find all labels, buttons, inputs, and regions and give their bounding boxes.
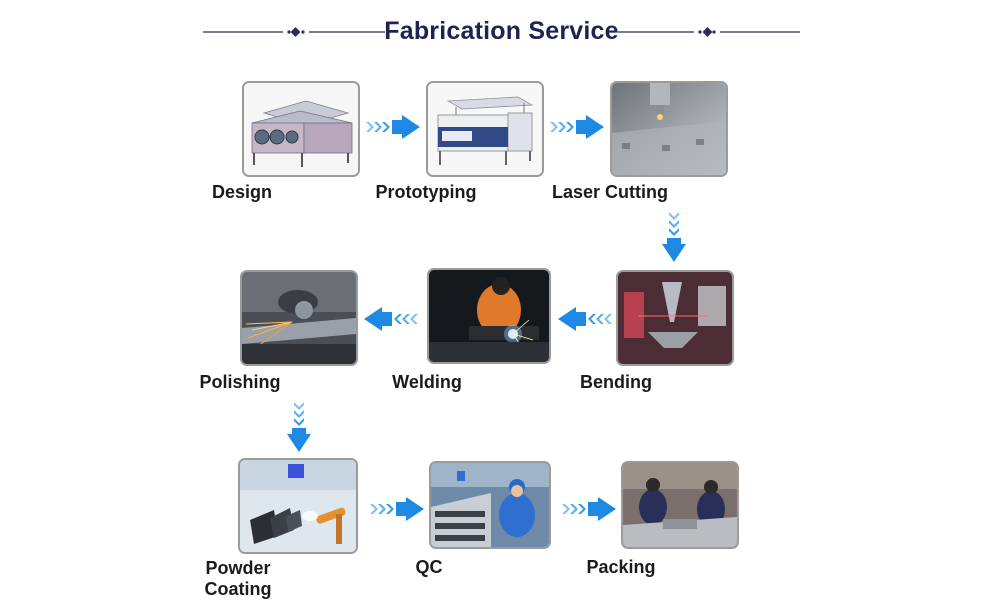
step-label: Bending [580, 372, 652, 392]
polishing-photo [240, 270, 358, 366]
arrow-left-icon [558, 307, 612, 331]
packing-photo [621, 461, 739, 549]
welding-photo [427, 268, 551, 364]
arrow-down-icon [662, 212, 686, 262]
bending-photo [616, 270, 734, 366]
arrow-down-icon [287, 402, 311, 452]
step-label: Laser Cutting [551, 182, 668, 202]
step-label: Polishing [199, 372, 281, 392]
qc-photo [429, 461, 551, 549]
header-ornament [203, 27, 800, 37]
step-label: Design [211, 182, 272, 202]
arrow-right-icon [562, 497, 616, 521]
step-label: Powder Coating [204, 558, 272, 599]
laser-cutting-photo [610, 81, 728, 177]
arrow-right-icon [366, 115, 420, 139]
powder-coating-photo [238, 458, 358, 554]
step-label: Prototyping [375, 182, 477, 202]
step-label: Packing [586, 557, 656, 577]
prototype-render-image [426, 81, 544, 177]
arrow-left-icon [364, 307, 418, 331]
design-cad-render-image [242, 81, 360, 177]
arrow-right-icon [370, 497, 424, 521]
step-label: Welding [392, 372, 462, 392]
arrow-right-icon [550, 115, 604, 139]
step-label: QC [415, 557, 443, 577]
header: Fabrication Service [203, 14, 800, 50]
page-title: Fabrication Service [384, 17, 619, 45]
